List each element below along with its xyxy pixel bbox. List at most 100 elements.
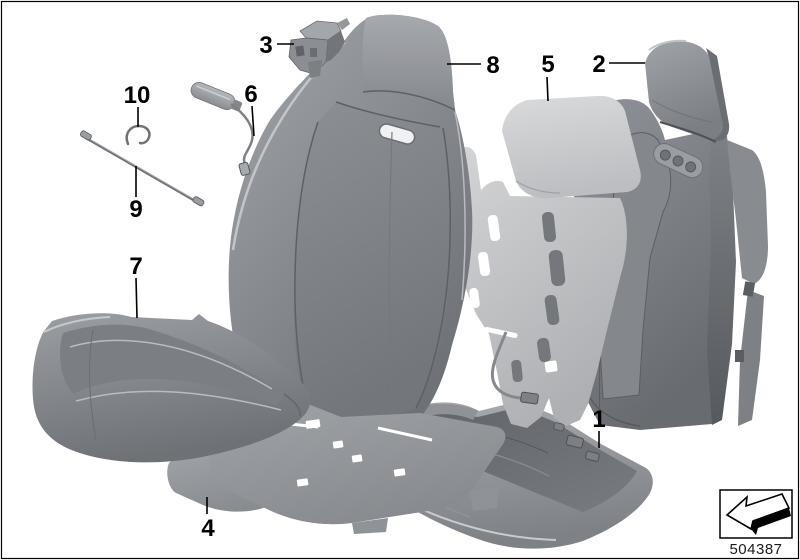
callout-10: 10: [124, 82, 151, 127]
part8-seam-right: [415, 127, 451, 409]
part7-seam: [75, 390, 282, 411]
pad-slot: [393, 468, 406, 477]
arrow-shadow: [751, 508, 791, 535]
callout-6: 6: [244, 81, 258, 137]
rod-part9: [80, 130, 205, 207]
backrest-cover-part8: [228, 14, 473, 430]
part3-right-face: [326, 31, 345, 62]
callout-label-8[interactable]: 8: [486, 52, 499, 79]
callout-label-2[interactable]: 2: [592, 51, 605, 78]
part2-headrest: [645, 41, 723, 140]
part8-seam-shoulder: [335, 101, 441, 128]
clip: [585, 450, 600, 462]
part8-handle-slot: [378, 123, 416, 145]
part2-clip: [742, 281, 756, 297]
part9-rod-highlight: [85, 136, 198, 202]
part8-right-edge-highlight: [454, 111, 466, 301]
mat-cutout: [487, 214, 501, 242]
part2-side-trim-upper: [727, 140, 768, 284]
part2-side-rail: [707, 130, 736, 425]
callout-label-9[interactable]: 9: [129, 196, 142, 223]
callout-3: 3: [259, 32, 294, 59]
mat-cutout: [541, 211, 557, 243]
part6-handle-highlight: [196, 85, 231, 101]
part7-top-face: [60, 324, 285, 406]
callout-2: 2: [592, 51, 645, 78]
part9-end-fitting: [192, 196, 205, 207]
callout-label-5[interactable]: 5: [541, 51, 554, 78]
mat-cutout: [544, 294, 560, 326]
part9-rod: [85, 136, 198, 204]
mat-cutout: [469, 287, 480, 308]
part3-tip: [337, 18, 350, 30]
part3-slot: [310, 48, 317, 57]
callout-5: 5: [541, 51, 555, 102]
pad-slot: [377, 426, 433, 442]
part2-neck-shadow: [659, 121, 717, 143]
part5-pad-shadow: [515, 180, 561, 194]
callouts: 1 2 3 4 5 6 7 8: [124, 32, 645, 542]
footer-stamp: 504387: [719, 489, 793, 558]
callout-7: 7: [129, 253, 143, 319]
part2-adjuster-holes: [653, 142, 704, 179]
callout-label-1[interactable]: 1: [592, 406, 605, 433]
part8-center-panel: [293, 102, 452, 418]
callout-label-10[interactable]: 10: [124, 82, 151, 109]
part5-cutouts: [459, 211, 566, 383]
callout-8: 8: [447, 52, 500, 79]
mat-cutout: [537, 337, 551, 363]
part8-seam-center: [388, 131, 393, 401]
part5-cable: [490, 331, 522, 400]
callout-4: 4: [201, 497, 215, 542]
clip-part10: [125, 124, 151, 146]
part8-headrest-shadow: [362, 90, 456, 111]
callout-label-7[interactable]: 7: [129, 253, 142, 280]
part2-bottom-seam: [589, 397, 641, 427]
leader-line-7: [135, 277, 138, 319]
part6-connector: [238, 161, 251, 176]
part3-foot: [308, 60, 322, 78]
adjuster-hole: [672, 155, 684, 167]
part4-tab: [470, 486, 499, 511]
part9-end-fitting: [80, 130, 92, 141]
mat-cutout: [477, 251, 491, 277]
callout-1: 1: [592, 406, 606, 448]
heater-mat-part5: [450, 95, 641, 429]
part2-headrest-seam: [651, 99, 713, 123]
arrow-body: [725, 493, 791, 531]
pad-slot: [296, 478, 309, 487]
callout-label-6[interactable]: 6: [244, 81, 257, 108]
direction-arrow-down-left-icon: [725, 493, 791, 535]
part3-slot: [295, 45, 305, 57]
clip: [553, 422, 565, 432]
part8-seam-left: [294, 121, 319, 407]
part7-side-seam: [89, 329, 97, 441]
part8-headrest-face: [362, 14, 455, 111]
adjuster-hole: [685, 161, 697, 173]
callout-label-3[interactable]: 3: [259, 32, 272, 59]
leader-line-5: [546, 76, 549, 102]
part2-headrest-highlight: [648, 39, 687, 51]
part6-handle-nub: [231, 99, 243, 112]
part2-side-trim-lower: [738, 290, 764, 426]
part7-bolster-highlight: [43, 316, 111, 333]
cushion-cover-part7: [32, 313, 311, 463]
callout-9: 9: [129, 166, 143, 223]
part6-handle: [190, 81, 236, 111]
part6-cable: [230, 102, 254, 165]
mount-bracket-part3: [288, 18, 350, 78]
part2-headrest-side: [706, 48, 730, 141]
callout-label-4[interactable]: 4: [201, 515, 215, 542]
clip: [565, 434, 584, 449]
part7-tip-fold: [283, 393, 301, 417]
part5-cable-connector: [520, 391, 539, 405]
mat-cutout: [544, 360, 558, 373]
part10-clip: [125, 124, 151, 146]
mat-cutout: [484, 326, 518, 339]
part4-tab: [352, 518, 388, 534]
mat-cutout: [511, 359, 523, 383]
part1-connector-clips: [553, 422, 600, 462]
